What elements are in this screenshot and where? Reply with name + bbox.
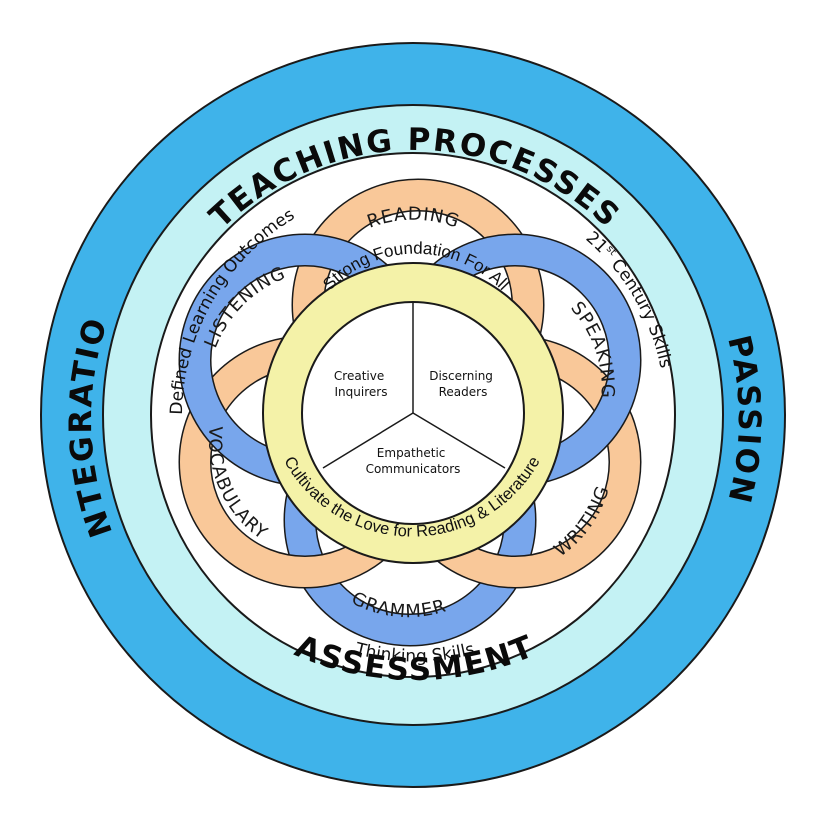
center-label-empathetic-communicators: Empathetic Communicators: [366, 446, 461, 476]
center-label-discerning-readers: Discerning Readers: [429, 369, 497, 399]
center-dividers: [322, 302, 506, 469]
center-label-creative-inquirers: Creative Inquirers: [334, 369, 388, 399]
